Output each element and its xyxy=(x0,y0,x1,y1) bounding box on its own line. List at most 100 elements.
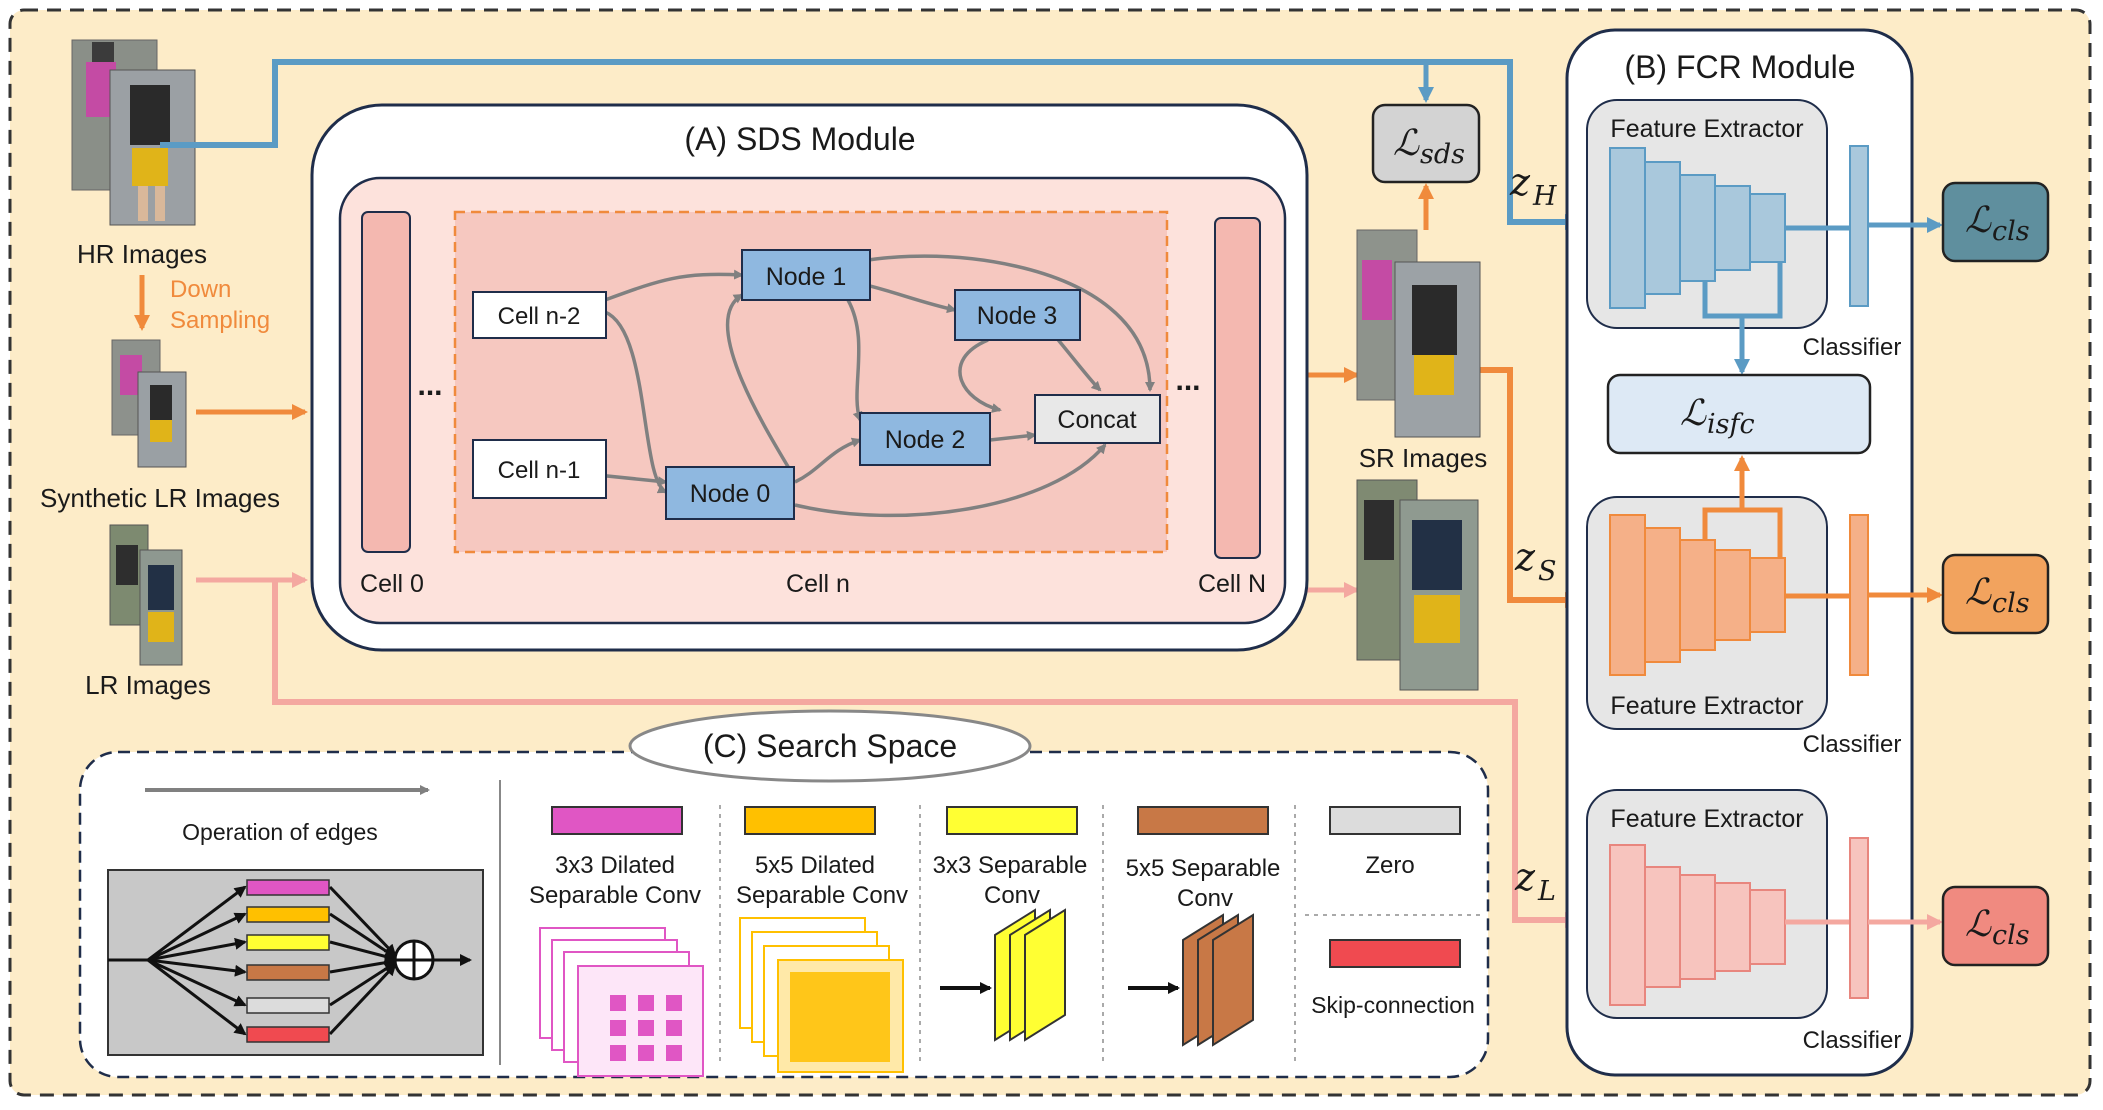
classifier-sr xyxy=(1849,514,1869,676)
cell-n-2-box xyxy=(472,291,607,339)
z-l-subscript: L xyxy=(1537,876,1556,907)
lr-image-stack xyxy=(109,524,183,666)
sep3-block-illustration xyxy=(940,908,1066,1042)
node-3-label: Node 3 xyxy=(977,302,1058,330)
feature-extractor-lr-label: Feature Extractor xyxy=(1610,805,1803,833)
down-sampling-label-2: Sampling xyxy=(170,307,270,334)
op-swatch-dilated3 xyxy=(551,806,683,835)
mixed-op-skip xyxy=(246,1026,330,1043)
loss-isfc-symbol: ℒ xyxy=(1680,393,1707,434)
hr-images-label: HR Images xyxy=(77,239,207,269)
lr-stream-arrow xyxy=(272,580,1581,928)
loss-isfc-subscript: isfc xyxy=(1707,409,1755,440)
node-3-box xyxy=(954,289,1081,341)
loss-cls-hr-subscript: cls xyxy=(1992,216,2030,247)
hr-extractor-layers xyxy=(1609,147,1786,309)
loss-cls-sr-box xyxy=(1941,553,2050,635)
op-sep3-line2: Conv xyxy=(984,882,1040,909)
classifier-lr xyxy=(1849,837,1869,999)
op-dilated5-line2: Separable Conv xyxy=(736,882,908,909)
feature-extractor-hr-label: Feature Extractor xyxy=(1610,115,1803,143)
cell-n-2-label: Cell n-2 xyxy=(498,303,581,330)
concat-box xyxy=(1034,394,1161,444)
op-sep3-line1: 3x3 Separable xyxy=(933,852,1088,879)
lr-extractor-layers xyxy=(1609,844,1786,1006)
cell-N-bar xyxy=(1214,217,1261,559)
hr-image-stack xyxy=(71,39,196,226)
ellipsis-right: ... xyxy=(1175,364,1200,397)
down-sampling-label-1: Down xyxy=(170,276,231,303)
loss-cls-sr-subscript: cls xyxy=(1992,588,2030,619)
op-swatch-zero xyxy=(1329,806,1461,835)
node-1-label: Node 1 xyxy=(766,263,847,291)
loss-cls-lr-box xyxy=(1941,885,2050,967)
op-swatch-dilated5 xyxy=(744,806,876,835)
op-swatch-sep3 xyxy=(946,806,1078,835)
op-swatch-sep5 xyxy=(1137,806,1269,835)
cell-N-label: Cell N xyxy=(1198,570,1266,598)
cell-0-label: Cell 0 xyxy=(360,570,424,598)
operation-of-edges-label: Operation of edges xyxy=(182,819,378,845)
classifier-hr xyxy=(1849,145,1869,307)
feature-extractor-sr-label: Feature Extractor xyxy=(1610,692,1803,720)
sds-module-title: (A) SDS Module xyxy=(684,121,915,157)
z-s-symbol: z xyxy=(1514,535,1536,579)
op-dilated5-line1: 5x5 Dilated xyxy=(755,852,875,879)
mixed-op-dilated3 xyxy=(246,879,330,896)
synthetic-lr-image-stack xyxy=(111,339,187,468)
cell-0-bar xyxy=(361,211,411,553)
sr-stream-arrow xyxy=(1478,367,1581,608)
cell-n-1-label: Cell n-1 xyxy=(498,457,581,484)
node-0-label: Node 0 xyxy=(690,480,771,508)
op-zero-label: Zero xyxy=(1365,852,1414,879)
z-l-symbol: z xyxy=(1514,855,1536,899)
classifier-lr-label: Classifier xyxy=(1803,1027,1902,1054)
search-space-column-dividers xyxy=(719,805,1480,1065)
dilated5-kernel-illustration xyxy=(739,917,904,1073)
sr-extractor-layers xyxy=(1609,514,1786,676)
op-dilated3-line2: Separable Conv xyxy=(529,882,701,909)
node-1-box xyxy=(741,249,871,301)
dilated3-kernel-illustration xyxy=(539,927,704,1077)
mixed-op-sep3 xyxy=(246,934,330,951)
loss-isfc-box xyxy=(1606,373,1872,455)
cell-n-1-box xyxy=(472,439,607,499)
classifier-hr-label: Classifier xyxy=(1803,334,1902,361)
z-s-subscript: S xyxy=(1538,556,1557,587)
classifier-sr-label: Classifier xyxy=(1803,731,1902,758)
op-swatch-skip xyxy=(1329,939,1461,968)
hr-stream-arrow xyxy=(160,59,1581,230)
mixed-op-sep5 xyxy=(246,964,330,981)
search-space-title: (C) Search Space xyxy=(703,728,957,764)
synthetic-lr-images-label: Synthetic LR Images xyxy=(40,483,280,513)
loss-cls-lr-subscript: cls xyxy=(1992,920,2030,951)
sr-image-stack xyxy=(1356,229,1481,438)
z-h-symbol: z xyxy=(1509,160,1531,204)
sep5-block-illustration xyxy=(1128,913,1254,1047)
search-space-title-ellipse xyxy=(628,709,1032,783)
z-h-subscript: H xyxy=(1532,181,1557,212)
op-skip-label: Skip-connection xyxy=(1311,992,1475,1018)
fcr-module-title: (B) FCR Module xyxy=(1624,49,1855,85)
ellipsis-left: ... xyxy=(417,369,442,402)
op-sep5-line1: 5x5 Separable xyxy=(1126,855,1281,882)
mixed-op-dilated5 xyxy=(246,906,330,923)
node-2-box xyxy=(859,412,991,466)
loss-cls-lr-symbol: ℒ xyxy=(1965,904,1992,945)
node-2-label: Node 2 xyxy=(885,426,966,454)
loss-cls-hr-box xyxy=(1941,181,2050,263)
loss-cls-sr-symbol: ℒ xyxy=(1965,572,1992,613)
mixed-op-zero xyxy=(246,997,330,1014)
loss-sds-box xyxy=(1371,103,1481,184)
lr-images-label: LR Images xyxy=(85,670,211,700)
lr-output-image-stack xyxy=(1356,479,1479,691)
op-sep5-line2: Conv xyxy=(1177,885,1233,912)
op-dilated3-line1: 3x3 Dilated xyxy=(555,852,675,879)
loss-sds-symbol: ℒ xyxy=(1393,123,1420,164)
concat-label: Concat xyxy=(1057,406,1136,434)
cell-n-label: Cell n xyxy=(786,570,850,598)
loss-cls-hr-symbol: ℒ xyxy=(1965,200,1992,241)
node-0-box xyxy=(665,466,795,520)
sr-images-label: SR Images xyxy=(1359,443,1488,473)
